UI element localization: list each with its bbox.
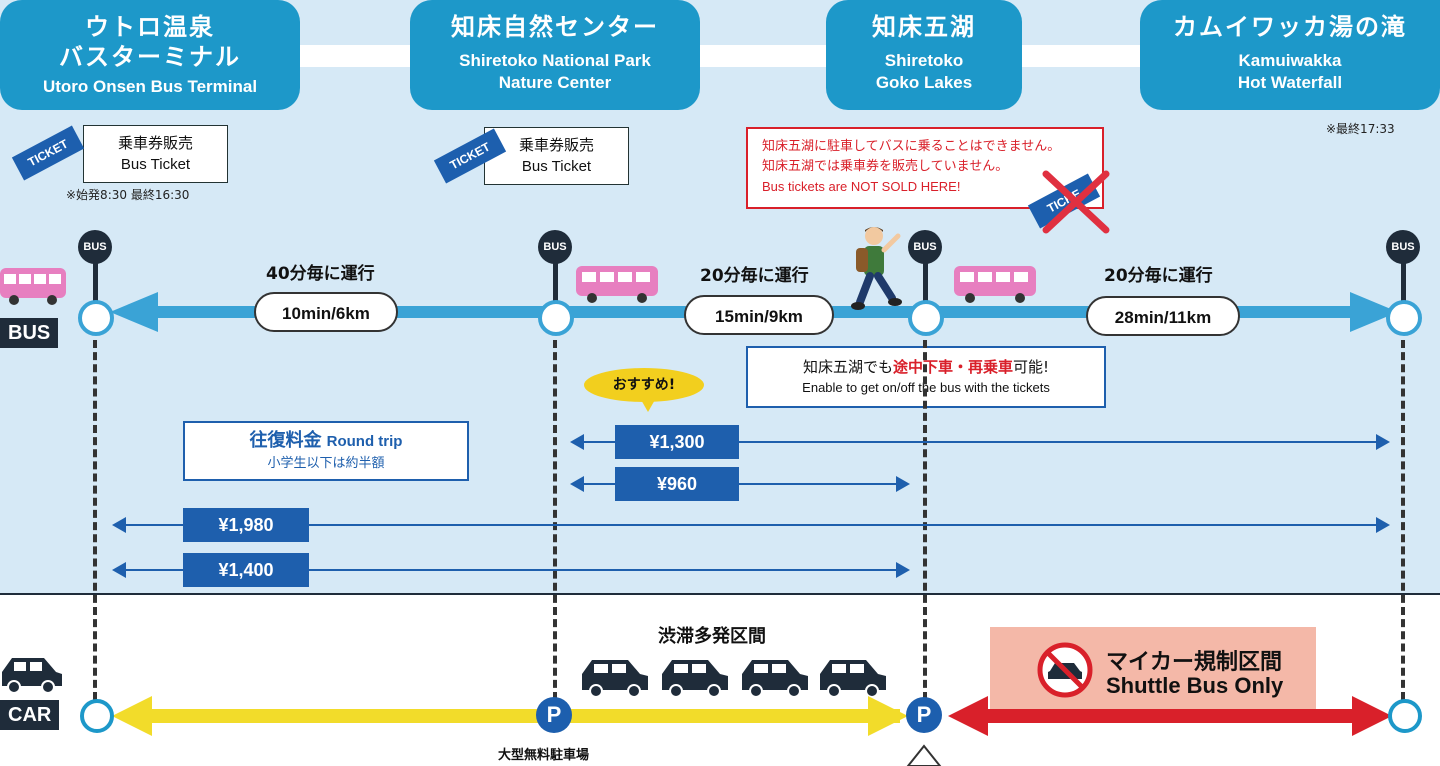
bus-stop-sign: BUS: [908, 230, 942, 264]
fare-utoro-goko: ¥1,400: [183, 553, 309, 587]
kamuiwakka-dashed-line: [1401, 340, 1405, 700]
station-name-en-2: Hot Waterfall: [1237, 73, 1343, 92]
bus-route-right-arrowhead: [1350, 292, 1398, 332]
station-name-jp: 知床自然センター: [451, 13, 659, 41]
warning-line-1: 知床五湖に駐車してバスに乗ることはできません。: [762, 139, 1061, 154]
bus-stop-kamuiwakka: BUS: [1386, 230, 1422, 340]
kamuiwakka-last-bus-note: ※最終17:33: [1326, 122, 1395, 136]
no-ticket-warning-box: 知床五湖に駐車してバスに乗ることはできません。 知床五湖では乗車券を販売していま…: [746, 127, 1104, 209]
car-route-right-arrowhead: [868, 696, 908, 736]
segment-3-frequency: 20分毎に運行: [1104, 266, 1213, 286]
nature-center-dashed-line: [553, 340, 557, 700]
restricted-route-right-arrowhead: [1352, 696, 1392, 736]
segment-3-time-pill: 28min/11km: [1086, 296, 1240, 336]
recommend-badge-tail: [640, 398, 656, 412]
fare-utoro-kamuiwakka: ¥1,980: [183, 508, 309, 542]
station-nature-center-header: 知床自然センター Shiretoko National Park Nature …: [410, 0, 700, 110]
bus-stop-pole: [923, 262, 928, 312]
round-trip-title: 往復料金 Round trip: [185, 429, 467, 454]
car-mode-label: CAR: [0, 700, 60, 730]
stop-circle: [1386, 300, 1422, 336]
station-goko-lakes-header: 知床五湖 Shiretoko Goko Lakes: [826, 0, 1022, 110]
warning-line-2: 知床五湖では乗車券を販売していません。: [762, 159, 1009, 174]
ticket-sales-box-utoro: 乗車券販売 Bus Ticket: [83, 125, 228, 183]
station-name-en-2: Goko Lakes: [875, 73, 973, 92]
bus-stop-utoro: BUS: [78, 230, 114, 340]
car-route-yellow-line: [140, 709, 900, 723]
transfer-note-highlight: 途中下車・再乗車: [892, 358, 1013, 376]
transfer-note-box: 知床五湖でも途中下車・再乗車可能! Enable to get on/off t…: [746, 346, 1106, 408]
congestion-label: 渋滞多発区間: [658, 626, 766, 647]
bus-stop-pole: [1401, 262, 1406, 312]
round-trip-box: 往復料金 Round trip 小学生以下は約半額: [183, 421, 469, 481]
restricted-route-left-arrowhead: [948, 696, 988, 736]
station-name-en: Shiretoko National Park: [459, 51, 651, 70]
cross-out-icon: [1042, 170, 1110, 234]
bus-icon: [954, 266, 1036, 303]
stop-circle: [908, 300, 944, 336]
bus-stop-sign: BUS: [538, 230, 572, 264]
car-route-left-arrowhead: [112, 696, 152, 736]
recommend-badge: おすすめ!: [584, 368, 704, 402]
stop-circle: [78, 300, 114, 336]
station-name-jp: ウトロ温泉: [85, 13, 215, 41]
bus-stop-pole: [553, 262, 558, 312]
restricted-route-red-line: [978, 709, 1362, 723]
ticket-sales-en: Bus Ticket: [521, 158, 592, 175]
ticket-sales-box-nature-center: 乗車券販売 Bus Ticket: [484, 127, 629, 185]
recommend-label: おすすめ!: [612, 377, 676, 393]
station-utoro-header: ウトロ温泉 バスターミナル Utoro Onsen Bus Terminal: [0, 0, 300, 110]
station-name-en: Shiretoko: [884, 51, 964, 70]
restricted-zone-jp: マイカー規制区間: [1106, 650, 1283, 675]
parking-icon-goko-lakes: P: [906, 697, 942, 733]
car-stop-circle-kamuiwakka: [1388, 699, 1422, 733]
utoro-dashed-line: [93, 340, 97, 700]
segment-2-frequency: 20分毎に運行: [700, 266, 809, 286]
warning-line-3: Bus tickets are NOT SOLD HERE!: [762, 179, 961, 194]
station-kamuiwakka-header: カムイワッカ湯の滝 Kamuiwakka Hot Waterfall: [1140, 0, 1440, 110]
bus-stop-nature-center: BUS: [538, 230, 574, 340]
bus-stop-sign: BUS: [78, 230, 112, 264]
fare-nature-center-goko: ¥960: [615, 467, 739, 501]
hiker-icon: [851, 227, 902, 310]
transfer-note-jp: 知床五湖でも途中下車・再乗車可能!: [748, 356, 1104, 378]
ticket-sales-jp: 乗車券販売: [117, 135, 193, 152]
station-name-en: Utoro Onsen Bus Terminal: [42, 77, 258, 96]
station-name-jp: 知床五湖: [872, 13, 976, 41]
round-trip-child-note: 小学生以下は約半額: [267, 456, 385, 471]
ticket-sales-en: Bus Ticket: [120, 156, 191, 173]
no-car-icon: [1037, 642, 1093, 698]
bus-mode-label: BUS: [0, 318, 59, 348]
bus-route-left-arrowhead: [110, 292, 158, 332]
parking-name-label: 大型無料駐車場: [498, 748, 590, 763]
parking-icon-nature-center: P: [536, 697, 572, 733]
congestion-cars-icon: [582, 660, 886, 698]
restricted-zone-en: Shuttle Bus Only: [1106, 673, 1284, 698]
round-trip-title-en: Round trip: [326, 433, 403, 450]
segment-1-frequency: 40分毎に運行: [266, 264, 375, 284]
station-name-en: Kamuiwakka: [1238, 51, 1342, 70]
stop-circle: [538, 300, 574, 336]
car-icon: [2, 658, 62, 694]
ticket-sales-jp: 乗車券販売: [518, 137, 594, 154]
goko-lakes-dashed-line: [923, 340, 927, 700]
transfer-note-post: 可能!: [1013, 358, 1050, 376]
segment-2-time-pill: 15min/9km: [684, 295, 834, 335]
bus-stop-goko-lakes: BUS: [908, 230, 944, 340]
car-stop-circle-utoro: [80, 699, 114, 733]
round-trip-title-jp: 往復料金: [249, 430, 322, 451]
transfer-note-pre: 知床五湖でも: [802, 358, 893, 376]
segment-1-time-pill: 10min/6km: [254, 292, 398, 332]
bus-icon: [0, 268, 66, 305]
warning-triangle-icon: [906, 744, 942, 766]
bus-stop-pole: [93, 262, 98, 312]
station-name-jp: カムイワッカ湯の滝: [1173, 13, 1407, 41]
fare-nature-center-kamuiwakka: ¥1,300: [615, 425, 739, 459]
bus-stop-sign: BUS: [1386, 230, 1420, 264]
utoro-hours-note: ※始発8:30 最終16:30: [66, 188, 190, 202]
bus-icon: [576, 266, 658, 303]
station-name-jp-2: バスターミナル: [59, 43, 241, 71]
station-name-en-2: Nature Center: [498, 73, 612, 92]
